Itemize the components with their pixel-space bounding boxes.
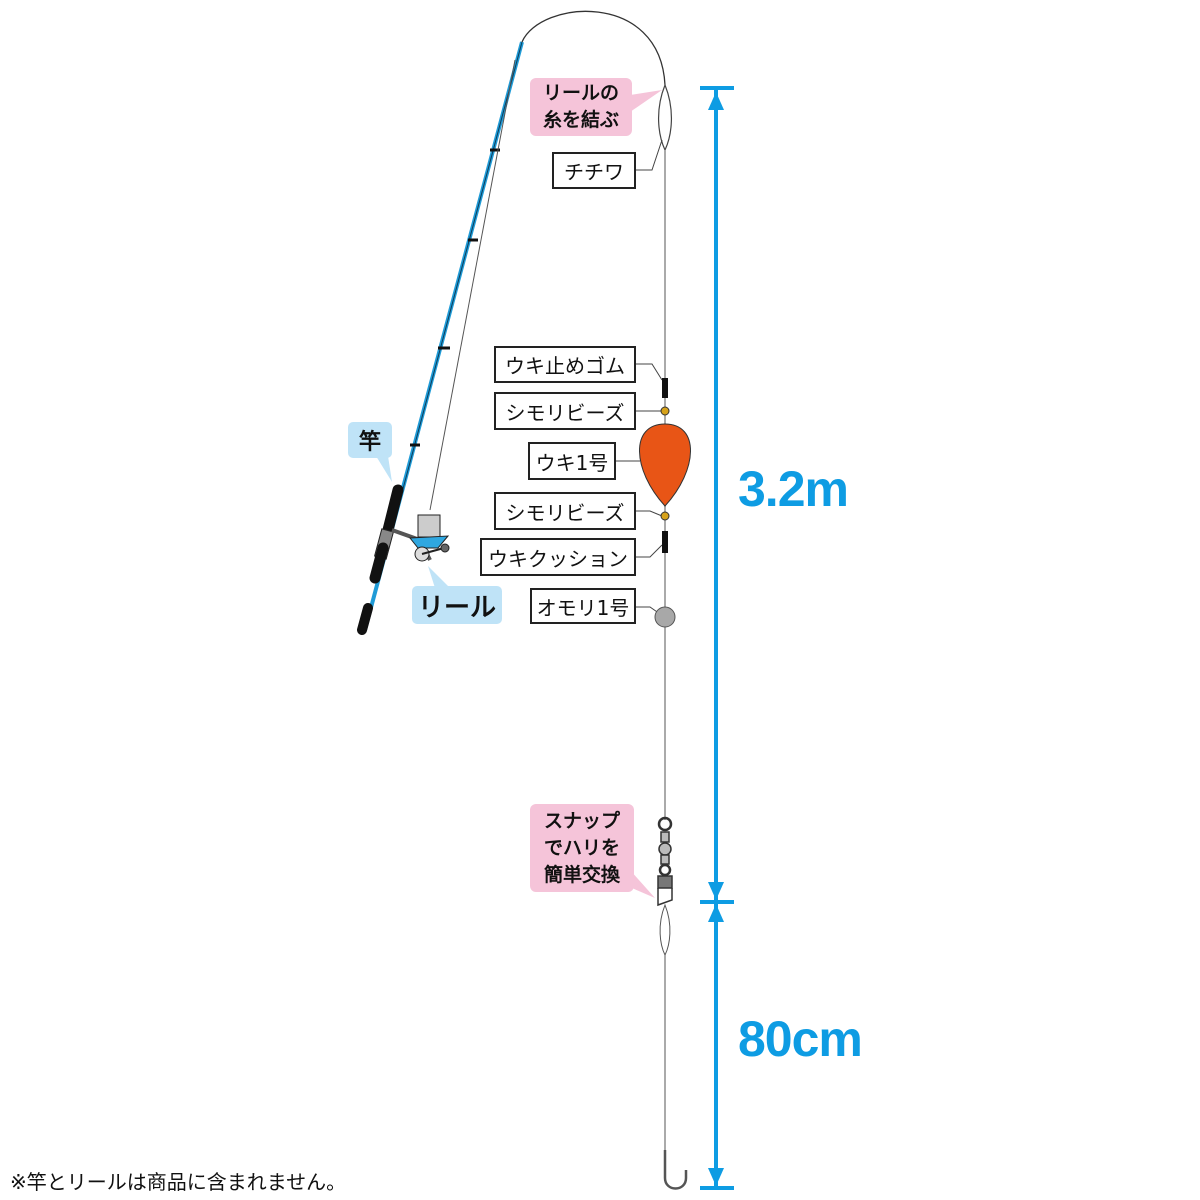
float-body <box>639 423 691 507</box>
label-shimori-beads-bottom: シモリビーズ <box>494 492 636 530</box>
float-cushion <box>662 531 668 553</box>
float-stopper-rubber <box>662 378 668 398</box>
label-float: ウキ1号 <box>528 442 616 480</box>
callout-snap-hook: スナップ でハリを 簡単交換 <box>530 804 634 892</box>
callout-line: でハリを <box>543 836 620 859</box>
dimension-leader: 80cm <box>738 1011 863 1067</box>
reel-illustration <box>391 514 450 562</box>
hook <box>663 1150 688 1190</box>
callout-rod: 竿 <box>348 422 392 458</box>
leader-loop <box>659 903 671 957</box>
chichiwa-loop <box>657 83 673 152</box>
callout-line: 糸を結ぶ <box>542 109 619 131</box>
rod-line <box>429 59 516 511</box>
callout-line: スナップ <box>543 809 620 832</box>
label-float-cushion: ウキクッション <box>480 538 636 576</box>
shimori-bead-bottom <box>660 511 670 521</box>
callout-line: リールの <box>542 82 619 104</box>
callout-tie-reel-line: リールの 糸を結ぶ <box>530 78 632 136</box>
label-chichiwa: チチワ <box>552 152 636 189</box>
callout-reel: リール <box>412 586 502 624</box>
label-float-stopper: ウキ止めゴム <box>494 346 636 383</box>
pink-callout-pointer <box>630 90 662 112</box>
callout-line: 簡単交換 <box>543 863 620 886</box>
leader-lines <box>616 139 663 615</box>
dimension-main-line: 3.2m <box>738 461 849 517</box>
label-shimori-beads-top: シモリビーズ <box>494 392 636 430</box>
rod-grip-lower <box>369 542 389 584</box>
fishing-line-arc <box>521 10 666 86</box>
blue-callout-pointer <box>428 566 450 588</box>
snap-swivel <box>657 816 673 907</box>
blue-callout-pointer <box>376 456 392 482</box>
label-sinker: オモリ1号 <box>530 588 636 624</box>
dimension-lines <box>700 86 734 1190</box>
rod-butt <box>357 603 373 635</box>
rod-outline <box>399 41 523 501</box>
sinker <box>654 606 676 628</box>
rod-grip-upper <box>382 484 404 536</box>
shimori-bead-top <box>660 406 670 416</box>
footnote: ※竿とリールは商品に含まれません。 <box>10 1170 347 1194</box>
